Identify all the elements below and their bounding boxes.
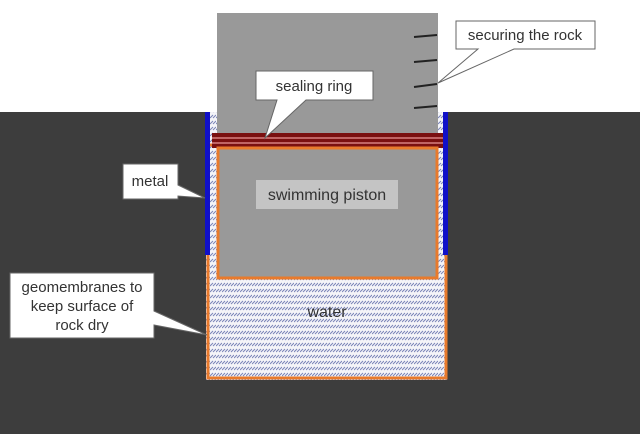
metal-label: metal [132, 173, 169, 190]
callout-securing-rock: securing the rock [437, 20, 596, 84]
metal-right [443, 112, 448, 255]
sealing-ring-label: sealing ring [276, 78, 353, 95]
piston-label-box [256, 180, 398, 209]
metal-left [205, 112, 210, 255]
securing-rock-label: securing the rock [468, 27, 583, 44]
piston-label: swimming piston [268, 187, 386, 204]
callout-metal: metal [122, 163, 206, 200]
geomembranes-label-2: keep surface of [31, 298, 134, 315]
geomembranes-label-1: geomembranes to [22, 279, 143, 296]
callout-sealing-ring: sealing ring [255, 70, 374, 140]
sealing-ring [212, 133, 443, 148]
swimming-piston [216, 146, 439, 280]
rock-anchors [413, 34, 438, 109]
water-label: water [306, 304, 347, 321]
geomembranes-label-3: rock dry [55, 317, 109, 334]
callout-geomembranes: geomembranes to keep surface of rock dry [9, 272, 208, 339]
